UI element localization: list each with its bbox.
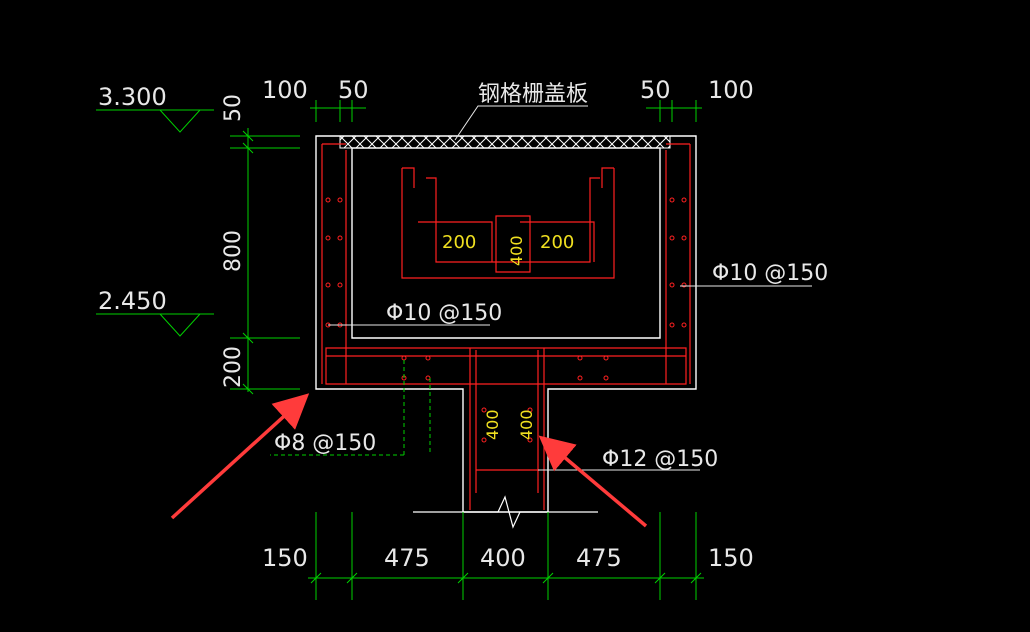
dim-left-2: 800 [221,230,246,272]
dim-left-3: 200 [221,346,246,388]
rebar-label-slab: Φ8 @150 [274,431,376,456]
slab-rebar-leader [270,360,431,456]
size-upper-right: 200 [540,232,574,253]
cover-label: 钢格栅盖板 [478,82,588,107]
break-line [413,495,598,529]
leader-lines [328,105,812,471]
size-upper-left: 200 [442,232,476,253]
cover-grating [339,135,671,149]
dimension-lines [96,100,704,600]
bottom-dim-2: 475 [384,544,430,572]
arrow-left [170,393,310,520]
size-upper-mid: 400 [507,235,526,266]
rebar-label-right-wall: Φ10 @150 [712,261,828,286]
rebar-label-inner-wall: Φ10 @150 [386,301,502,326]
dim-top-left-1: 100 [262,76,308,104]
bottom-dim-1: 150 [262,544,308,572]
elevation-top: 3.300 [98,83,167,111]
bottom-dim-4: 475 [576,544,622,572]
rebar-layout [321,143,691,510]
bottom-dim-3: 400 [480,544,526,572]
dim-top-right-1: 50 [640,76,671,104]
annotation-arrows [170,393,648,528]
arrow-right [538,435,648,528]
dim-top-right-2: 100 [708,76,754,104]
dim-top-left-2: 50 [338,76,369,104]
rebar-dots [325,197,687,443]
elevation-bottom: 2.450 [98,287,167,315]
dim-left-1: 50 [221,94,246,122]
bottom-dim-5: 150 [708,544,754,572]
size-beam-right: 400 [517,409,536,440]
size-beam-left: 400 [483,409,502,440]
rebar-label-beam: Φ12 @150 [602,447,718,472]
